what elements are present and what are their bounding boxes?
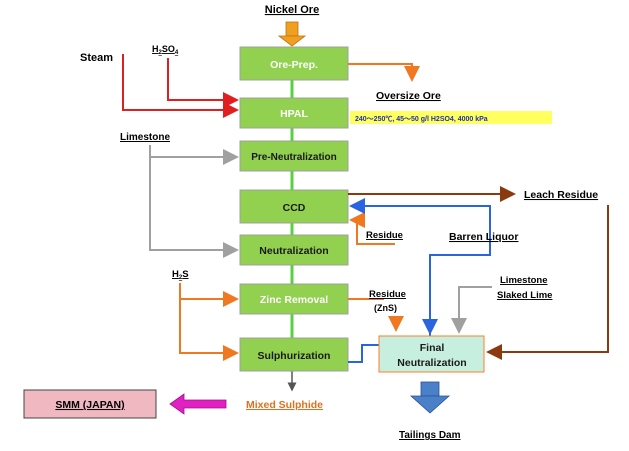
hpal-conditions-highlight	[350, 111, 552, 124]
leach-residue-to-final-arrow	[486, 205, 609, 360]
leach-residue-label: Leach Residue	[524, 189, 598, 201]
final-neutralization-line-2: Neutralization	[397, 357, 466, 369]
h2s-label: H2S	[172, 269, 189, 281]
limestone-slaked-label-1: Limestone	[500, 275, 548, 286]
smm-japan-box: SMM (JAPAN)	[23, 389, 157, 419]
step-label: HPAL	[280, 108, 308, 120]
final-neutralization-box: Final Neutralization	[378, 335, 485, 373]
h2s-to-zinc-arrow	[179, 283, 239, 307]
step-label: Neutralization	[259, 245, 328, 257]
h2so4-label: H2SO4	[152, 44, 179, 56]
step-label: Sulphurization	[258, 350, 331, 362]
step-hpal: HPAL	[239, 97, 349, 129]
h2so4-flow-arrow	[167, 58, 239, 108]
step-sulphurization: Sulphurization	[239, 337, 349, 372]
smm-label: SMM (JAPAN)	[55, 399, 124, 411]
step-label: Pre-Neutralization	[251, 152, 337, 163]
blue-down-arrow-icon	[409, 381, 451, 414]
zns-residue-label: Residue	[369, 289, 406, 300]
tailings-dam-label: Tailings Dam	[399, 430, 461, 441]
h2s-to-sulphurization-arrow	[179, 299, 239, 361]
step-zinc-removal: Zinc Removal	[239, 283, 349, 315]
magenta-left-arrow-icon	[169, 393, 227, 415]
step-neutralization: Neutralization	[239, 234, 349, 266]
residue-label: Residue	[366, 230, 403, 241]
nickel-ore-label: Nickel Ore	[265, 4, 319, 16]
hpal-conditions-text: 240～250℃, 45～50 g/l H2SO4, 4000 kPa	[355, 115, 488, 123]
oversize-ore-label: Oversize Ore	[376, 90, 441, 102]
barren-liquor-label: Barren Liquor	[449, 231, 518, 243]
step-ccd: CCD	[239, 189, 349, 224]
zns-residue-sublabel: (ZnS)	[374, 303, 397, 313]
steam-label: Steam	[80, 52, 113, 64]
step-pre-neutralization: Pre-Neutralization	[239, 140, 349, 172]
step-label: CCD	[283, 202, 306, 214]
mixed-sulphide-label: Mixed Sulphide	[246, 399, 323, 411]
step-ore-prep: Ore-Prep.	[239, 46, 349, 81]
steam-flow-arrow	[122, 54, 239, 118]
limestone-to-neutralization-arrow	[149, 157, 239, 258]
limestone-label: Limestone	[120, 132, 170, 143]
step-label: Ore-Prep.	[270, 59, 318, 71]
slaked-lime-arrow	[451, 286, 492, 334]
residue-to-ccd-arrow	[349, 212, 395, 245]
limestone-slaked-label-2: Slaked Lime	[497, 290, 552, 301]
limestone-to-preneutralization-arrow	[149, 145, 239, 165]
orange-down-arrow-icon	[277, 21, 307, 47]
oversize-ore-arrow	[348, 63, 420, 82]
step-label: Zinc Removal	[260, 294, 328, 306]
final-neutralization-line-1: Final	[420, 342, 445, 354]
